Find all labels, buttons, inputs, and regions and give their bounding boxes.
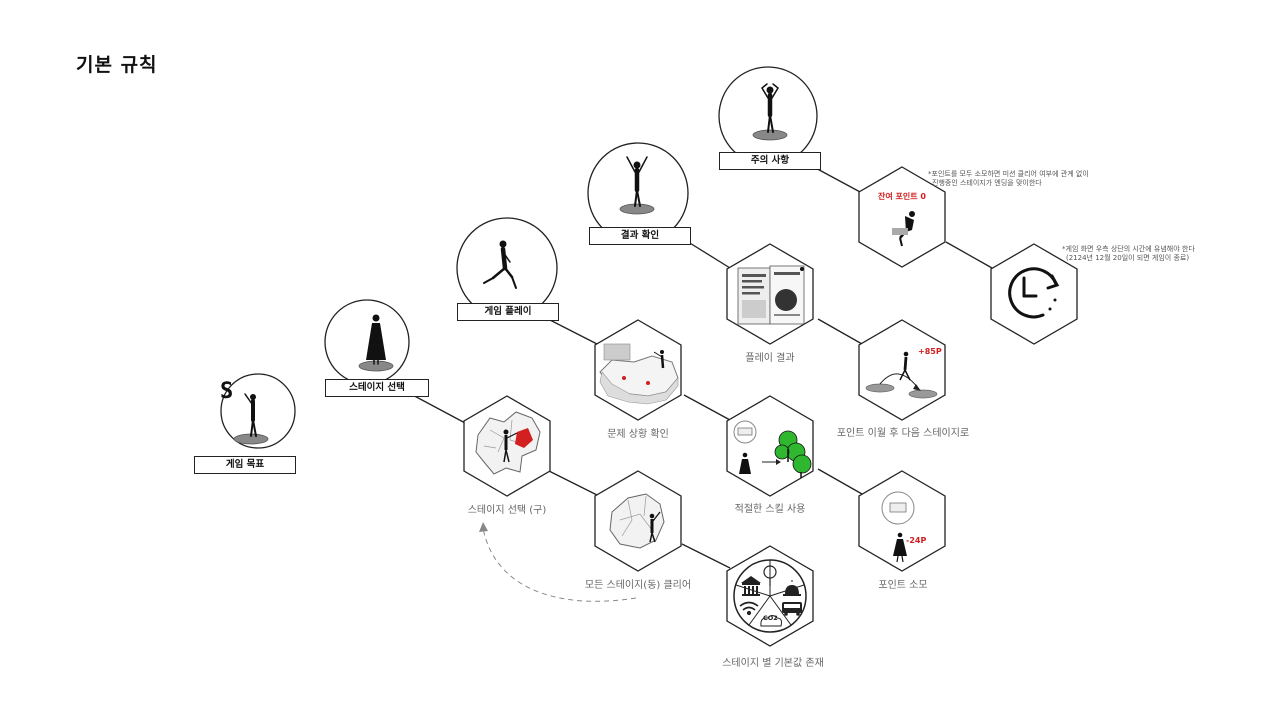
clock-icon: [1008, 267, 1060, 319]
person-hands-on-head-icon: [761, 83, 779, 133]
person-pointing-icon: [244, 393, 257, 437]
caution-note: *포인트를 모두 소모하면 미션 클리어 여부에 관계 없이 진행중인 스테이지…: [928, 170, 1089, 188]
goal-letter: S: [220, 379, 234, 404]
pedestal-stage: [358, 360, 394, 372]
dome-goal: [220, 373, 296, 449]
person-walking-icon: [483, 240, 517, 289]
time-note-line1: *게임 화면 우측 상단의 시간에 유념해야 한다: [1062, 245, 1195, 253]
return-arrow: [482, 527, 637, 602]
arrow-head-icon: [479, 522, 488, 532]
green-tree-icon: [774, 430, 812, 474]
person-standing-coat-icon: [366, 314, 386, 365]
step-goal: 게임 목표: [194, 456, 296, 474]
step-caution: 주의 사항: [719, 152, 821, 170]
co2-cloud-icon: [760, 615, 782, 627]
label-play-result: 플레이 결과: [745, 353, 795, 364]
label-problem-check: 문제 상황 확인: [607, 429, 669, 440]
hex-point-move: [858, 319, 946, 421]
bus-icon: [782, 602, 802, 616]
problem-map-icon: [599, 343, 679, 405]
person-sitting-icon: [892, 211, 915, 247]
step-result: 결과 확인: [589, 227, 691, 245]
time-note-line2: (2124년 12월 20일이 되면 게임이 종료): [1066, 254, 1190, 262]
plus-points-badge: +85P: [918, 347, 942, 356]
label-base-values: 스테이지 별 기본값 존재: [722, 658, 824, 669]
step-stage-select: 스테이지 선택: [325, 379, 429, 397]
person-arms-up-icon: [626, 156, 648, 207]
point-move-icon: [865, 351, 938, 399]
label-point-spend: 포인트 소모: [878, 580, 928, 591]
pedestal-result: [619, 203, 655, 215]
hex-remaining-points: [858, 166, 946, 268]
label-point-move: 포인트 이월 후 다음 스테이지로: [836, 428, 970, 439]
pedestal-caution: [752, 129, 788, 141]
point-spend-icon: [881, 491, 915, 563]
label-skill-use: 적절한 스킬 사용: [734, 504, 806, 515]
caution-note-line1: *포인트를 모두 소모하면 미션 클리어 여부에 관계 없이: [928, 170, 1089, 178]
page-title: 기본 규칙: [76, 54, 158, 76]
dome-stage-select: [324, 299, 410, 385]
label-all-stages-clear: 모든 스테이지(동) 클리어: [584, 580, 692, 591]
co2-label: CO2: [763, 614, 778, 622]
step-play: 게임 플레이: [457, 303, 559, 321]
hex-time-limit: [990, 243, 1078, 345]
caution-note-line2: 진행중인 스테이지가 엔딩을 맞이한다: [932, 179, 1042, 187]
base-values-pie: [733, 559, 807, 633]
remaining-points-badge: 잔여 포인트 0: [878, 192, 926, 201]
dong-map-icon: [609, 493, 665, 549]
wifi-icon: [739, 601, 759, 616]
minus-points-badge: -24P: [906, 536, 927, 545]
label-stage-select-gu: 스테이지 선택 (구): [467, 505, 547, 516]
skill-use-icon: [733, 420, 812, 478]
district-map-icon: [475, 411, 541, 475]
newspaper-icon: [737, 265, 805, 325]
tree-icon: [763, 565, 777, 586]
time-note: *게임 화면 우측 상단의 시간에 유념해야 한다 (2124년 12월 20일…: [1062, 245, 1195, 263]
alarm-icon: [783, 580, 801, 596]
bank-icon: [741, 576, 761, 596]
